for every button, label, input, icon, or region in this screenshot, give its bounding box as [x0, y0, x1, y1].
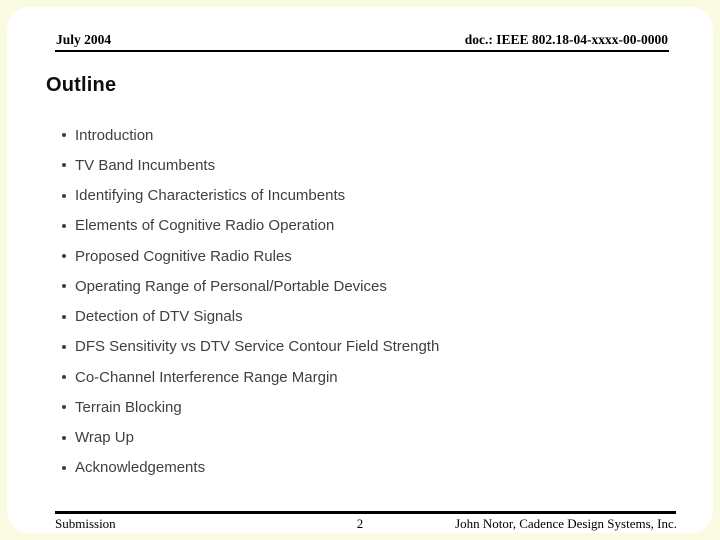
bullet-text: Detection of DTV Signals	[75, 308, 243, 326]
bullet-icon	[62, 223, 66, 228]
bullet-icon	[62, 254, 66, 259]
bullet-text: Terrain Blocking	[75, 398, 182, 416]
bullet-item: TV Band Incumbents	[62, 150, 684, 180]
bullet-text: TV Band Incumbents	[75, 156, 216, 174]
footer-page-number: 2	[356, 516, 364, 531]
bullet-item: Identifying Characteristics of Incumbent…	[62, 181, 684, 211]
bullet-text: Proposed Cognitive Radio Rules	[75, 247, 292, 265]
header-date: July 2004	[56, 32, 112, 47]
bullet-item: Wrap Up	[62, 423, 684, 453]
bullet-icon	[62, 193, 66, 198]
bullet-icon	[62, 133, 66, 138]
bullet-item: Terrain Blocking	[62, 392, 684, 422]
bullet-icon	[62, 435, 66, 440]
bullet-text: Acknowledgements	[75, 459, 206, 477]
bullet-item: Detection of DTV Signals	[62, 302, 684, 332]
slide-title: Outline	[46, 74, 117, 96]
bullet-icon	[62, 314, 66, 319]
bullet-icon	[62, 284, 66, 289]
header-doc-number: doc.: IEEE 802.18-04-xxxx-00-0000	[464, 32, 668, 47]
bullet-icon	[62, 344, 66, 349]
bullet-text: Co-Channel Interference Range Margin	[75, 368, 338, 386]
footer-author: John Notor, Cadence Design Systems, Inc.	[455, 516, 677, 531]
bullet-item: Operating Range of Personal/Portable Dev…	[62, 271, 684, 301]
bullet-text: Identifying Characteristics of Incumbent…	[75, 187, 346, 205]
bullet-text: Operating Range of Personal/Portable Dev…	[75, 277, 387, 295]
bullet-text: Introduction	[75, 126, 154, 144]
bullet-item: Elements of Cognitive Radio Operation	[62, 211, 684, 241]
bullet-text: DFS Sensitivity vs DTV Service Contour F…	[75, 338, 440, 356]
bullet-icon	[62, 465, 66, 470]
bullet-item: Proposed Cognitive Radio Rules	[62, 241, 684, 271]
bullet-item: Co-Channel Interference Range Margin	[62, 362, 684, 392]
bullet-text: Wrap Up	[75, 429, 134, 447]
bullet-item: Introduction	[62, 120, 684, 150]
bullet-icon	[62, 163, 66, 168]
bullet-item: Acknowledgements	[62, 453, 684, 483]
bullet-icon	[62, 405, 66, 410]
bullet-text: Elements of Cognitive Radio Operation	[75, 217, 335, 235]
bullet-item: DFS Sensitivity vs DTV Service Contour F…	[62, 332, 684, 362]
bullet-icon	[62, 375, 66, 380]
footer-submission: Submission	[55, 516, 116, 531]
header-rule	[55, 50, 669, 52]
slide-header: July 2004 doc.: IEEE 802.18-04-xxxx-00-0…	[56, 32, 668, 48]
slide-surface	[7, 7, 713, 533]
footer-rule	[55, 511, 676, 514]
